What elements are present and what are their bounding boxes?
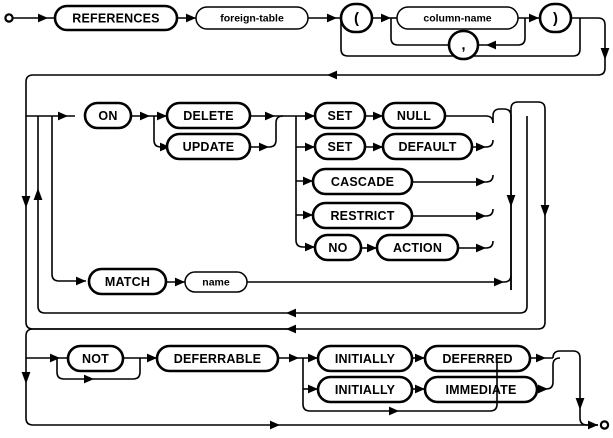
arrow-not-to-deferrable xyxy=(147,353,157,363)
arrow-initially-deferred xyxy=(308,353,318,363)
arrow-cascade-merge xyxy=(476,177,486,187)
arrow-update-merge xyxy=(259,142,269,152)
rail-action-merge xyxy=(458,240,494,249)
arrow-set-to-default xyxy=(373,142,383,152)
token-initially-immediate-initially-label: INITIALLY xyxy=(335,383,396,397)
arrow-row3-bypass-right xyxy=(270,420,280,430)
arrow-deferred-merge xyxy=(536,353,546,363)
rail-to-row3 xyxy=(25,328,290,358)
arrow-row2-bypass-down xyxy=(21,196,31,208)
token-deferred-label: DEFERRED xyxy=(442,352,512,366)
token-not-label: NOT xyxy=(82,352,109,366)
token-restrict-label: RESTRICT xyxy=(330,209,394,223)
arrow-delete-merge xyxy=(265,111,275,121)
arrow-row1-down xyxy=(600,48,610,60)
arrow-no-action xyxy=(305,242,315,252)
rail-action-fan-vert xyxy=(295,116,315,248)
arrow-set-default xyxy=(305,142,315,152)
arrow-restrict xyxy=(303,210,313,220)
rail-to-match-branch xyxy=(51,116,86,282)
arrow-set-to-null xyxy=(373,111,383,121)
arrow-to-match xyxy=(76,276,86,286)
token-on-label: ON xyxy=(98,109,117,123)
token-name-label: name xyxy=(202,277,230,289)
rail-null-merge xyxy=(445,115,494,124)
token-comma xyxy=(447,29,480,61)
token-initially-deferred-initially-label: INITIALLY xyxy=(335,352,396,366)
token-deferrable-label: DEFERRABLE xyxy=(174,352,261,366)
token-references-label: REFERENCES xyxy=(72,12,159,26)
rail-initially-bypass xyxy=(302,358,498,412)
arrow-row3-exit-down xyxy=(575,398,585,410)
token-comma-label: , xyxy=(461,37,465,54)
rail-update-merge xyxy=(250,115,284,148)
token-column-name-label: column-name xyxy=(423,13,491,25)
arrow-not-bypass xyxy=(84,374,94,384)
token-action-label: ACTION xyxy=(393,241,442,255)
arrow-immediate-merge xyxy=(538,384,548,394)
arrow-row2-repeat-up xyxy=(33,188,43,200)
rail-restrict-merge xyxy=(412,208,494,217)
arrow-initially-to-immediate xyxy=(415,384,425,394)
rail-row2-exit-wrap xyxy=(290,101,546,330)
rail-comma-right xyxy=(478,18,526,46)
rail-comma-left xyxy=(390,18,449,46)
arrow-initially-immediate xyxy=(308,384,318,394)
rail-row1-to-row2-wrap xyxy=(25,17,606,116)
end-marker xyxy=(599,420,610,430)
arrow-row3-bypass-down xyxy=(21,372,31,384)
arrow-name-merge xyxy=(494,277,504,287)
rail-default-merge xyxy=(472,139,494,148)
arrow-start xyxy=(38,13,48,23)
token-paren-open-label: ( xyxy=(354,10,359,27)
rail-row2-repeat-loop xyxy=(37,116,528,314)
rail-cascade-merge xyxy=(412,174,494,183)
arrow-default-merge xyxy=(476,142,486,152)
arrow-initially-to-deferred xyxy=(415,353,425,363)
arrow-comma-loop xyxy=(486,40,496,50)
arrow-on-out xyxy=(140,111,150,121)
arrow-into-delete xyxy=(157,111,167,121)
start-marker xyxy=(4,13,14,23)
token-paren-close-label: ) xyxy=(553,10,558,27)
arrow-row2-entry xyxy=(58,111,68,121)
token-immediate-label: IMMEDIATE xyxy=(445,383,516,397)
token-set-null-set-label: SET xyxy=(328,109,353,123)
rail-row3-exit xyxy=(552,350,598,426)
token-default-label: DEFAULT xyxy=(398,140,456,154)
arrow-initially-bypass xyxy=(389,406,399,416)
token-delete-label: DELETE xyxy=(183,109,234,123)
arrow-set-null xyxy=(305,111,315,121)
token-set-default-set-label: SET xyxy=(328,140,353,154)
arrow-cascade xyxy=(303,176,313,186)
arrow-match-to-name xyxy=(175,277,185,287)
arrow-row2-exit-left xyxy=(286,324,296,334)
arrow-column-to-close xyxy=(529,13,539,23)
arrow-ref-to-table xyxy=(186,13,196,23)
arrow-row1-left xyxy=(327,70,337,80)
arrow-table-to-paren xyxy=(327,13,337,23)
token-match-label: MATCH xyxy=(105,275,150,289)
rail-not-bypass xyxy=(56,358,141,380)
arrow-row3-entry xyxy=(50,353,60,363)
token-cascade-label: CASCADE xyxy=(331,175,394,189)
arrow-restrict-merge xyxy=(476,211,486,221)
rail-name-merge xyxy=(247,274,512,283)
token-update-label: UPDATE xyxy=(183,140,235,154)
arrow-row3-exit-right xyxy=(588,420,598,430)
arrow-deferrable-out xyxy=(289,353,299,363)
rail-to-update xyxy=(153,116,167,148)
token-foreign-table-label: foreign-table xyxy=(220,13,284,25)
arrow-to-update xyxy=(160,142,170,152)
arrow-paren-to-column xyxy=(381,13,391,23)
arrow-row2-exit-down xyxy=(540,205,550,217)
arrow-no-to-action xyxy=(367,243,377,253)
arrow-action-merge xyxy=(476,243,486,253)
rail-immediate-merge xyxy=(537,357,561,390)
rail-row3-bypass xyxy=(25,358,598,426)
token-no-label: NO xyxy=(328,241,347,255)
token-null-label: NULL xyxy=(397,109,431,123)
arrow-row2-repeat-left xyxy=(286,308,296,318)
